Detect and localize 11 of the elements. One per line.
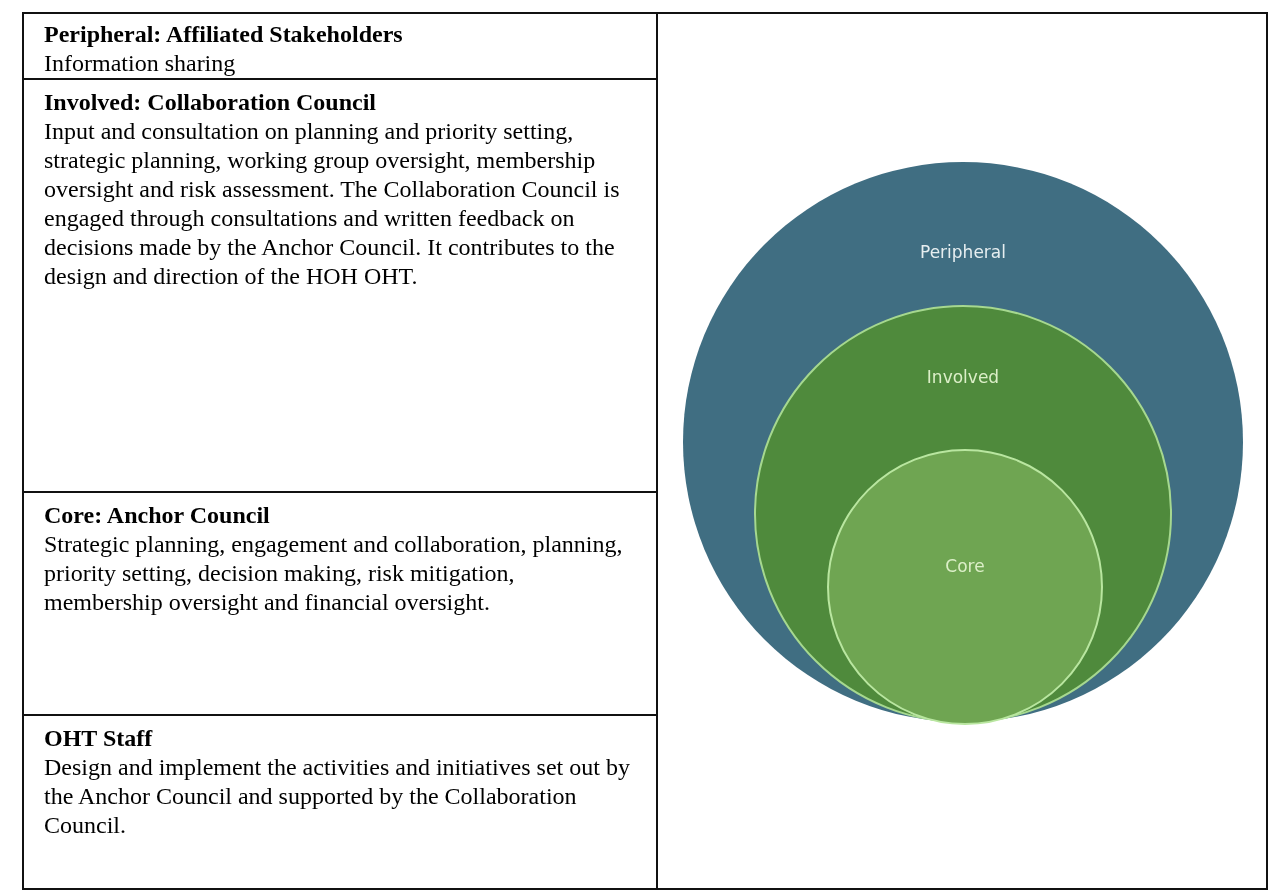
- row-heading: Involved: Collaboration Council: [44, 88, 378, 117]
- row-heading: Core: Anchor Council: [44, 501, 271, 530]
- row-description: Information sharing: [44, 49, 237, 78]
- circle-label: Peripheral: [919, 242, 1007, 262]
- row-description: Design and implement the activities and initiatives set out by the Anchor Council and supported by the Collaboration Council.: [44, 753, 631, 840]
- row-heading: Peripheral: Affiliated Stakeholders: [44, 20, 404, 49]
- circle-label: Involved: [925, 367, 1001, 387]
- row-heading: OHT Staff: [44, 724, 154, 753]
- circle-label: Core: [944, 556, 986, 576]
- row-description: Input and consultation on planning and priority setting, strategic planning, working group oversight, membership oversight and risk assessment. The Collaboration Council is engaged through consultations and written feedback on decisions made by the Anchor Council. It contributes to the design and direction of the HOH OHT.: [44, 117, 621, 291]
- row-description: Strategic planning, engagement and collaboration, planning, priority setting, decision making, risk mitigation, membership oversight and financial oversight.: [44, 530, 624, 617]
